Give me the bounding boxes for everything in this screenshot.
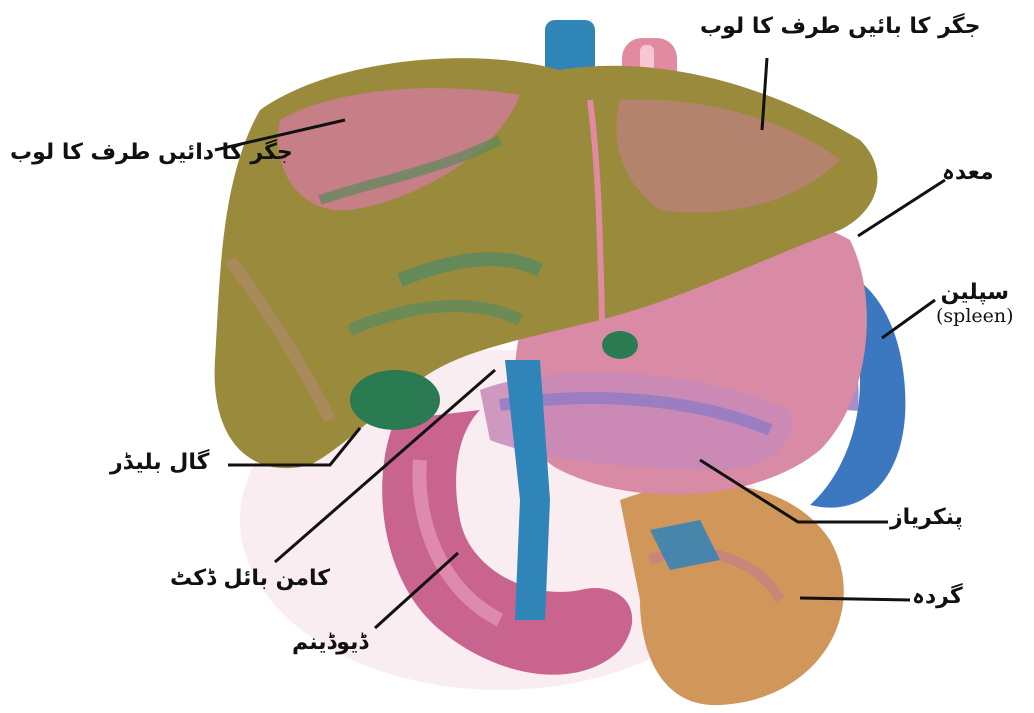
label-kidney: گردہ (912, 584, 963, 609)
leader-spleen (882, 300, 935, 338)
leader-kidney (800, 598, 910, 600)
label-spleen: سپلین (spleen) (936, 280, 1014, 327)
label-left-lobe: جگر کا بائیں طرف کا لوب (700, 14, 980, 39)
label-spleen-english: (spleen) (936, 305, 1014, 327)
label-spleen-urdu: سپلین (936, 280, 1014, 305)
label-common-bile-duct: کامن بائل ڈکٹ (170, 566, 330, 591)
label-gall-bladder: گال بلیڈر (110, 450, 209, 475)
label-duodenum: ڈیوڈینم (292, 630, 368, 655)
label-right-lobe: جگر کا دائیں طرف کا لوب (10, 140, 293, 165)
kidney-shape (620, 484, 844, 705)
gall-bladder-shape (350, 370, 440, 430)
label-pancreas: پنکریاز (890, 505, 963, 530)
label-stomach: معدہ (942, 160, 994, 185)
